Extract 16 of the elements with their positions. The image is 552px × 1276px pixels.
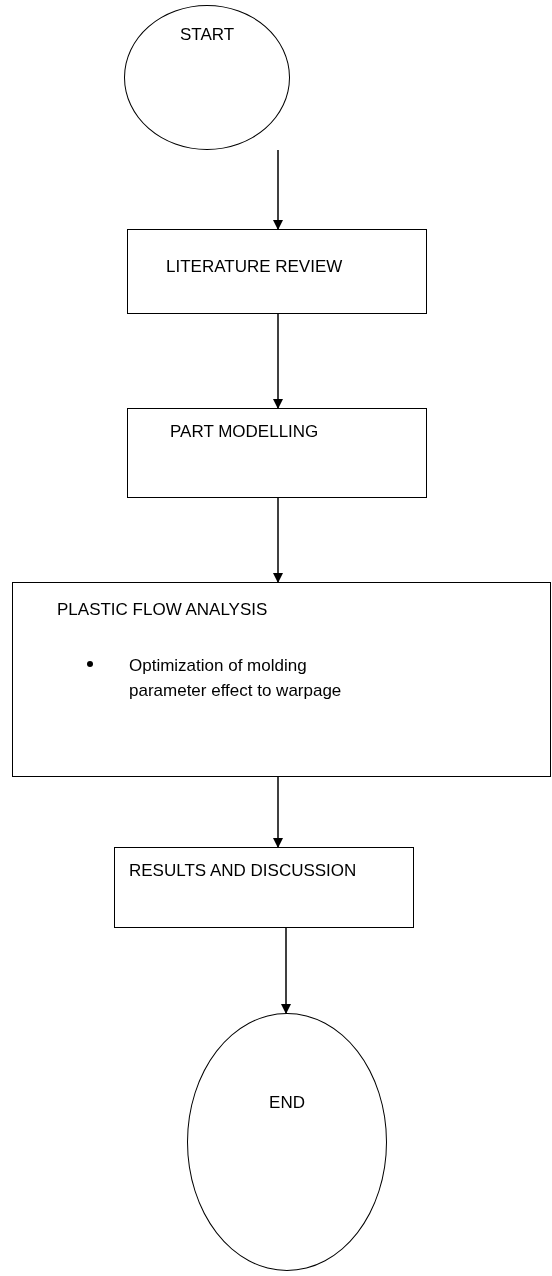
node-title: LITERATURE REVIEW [166, 256, 344, 278]
process-box [127, 229, 427, 314]
arrow [273, 149, 283, 230]
node-title: RESULTS AND DISCUSSION [129, 860, 358, 882]
process-box [127, 408, 427, 498]
arrow [281, 927, 291, 1014]
node-title: END [269, 1092, 305, 1114]
arrow [273, 313, 283, 409]
bullet-item: Optimization of molding parameter effect to warpage [129, 654, 343, 702]
node-title: START [179, 24, 235, 46]
node-title: PLASTIC FLOW ANALYSIS [57, 599, 269, 621]
process-box [12, 582, 551, 777]
process-box [114, 847, 414, 928]
arrow [273, 776, 283, 848]
node-title: PART MODELLING [170, 421, 320, 443]
arrow [273, 497, 283, 583]
